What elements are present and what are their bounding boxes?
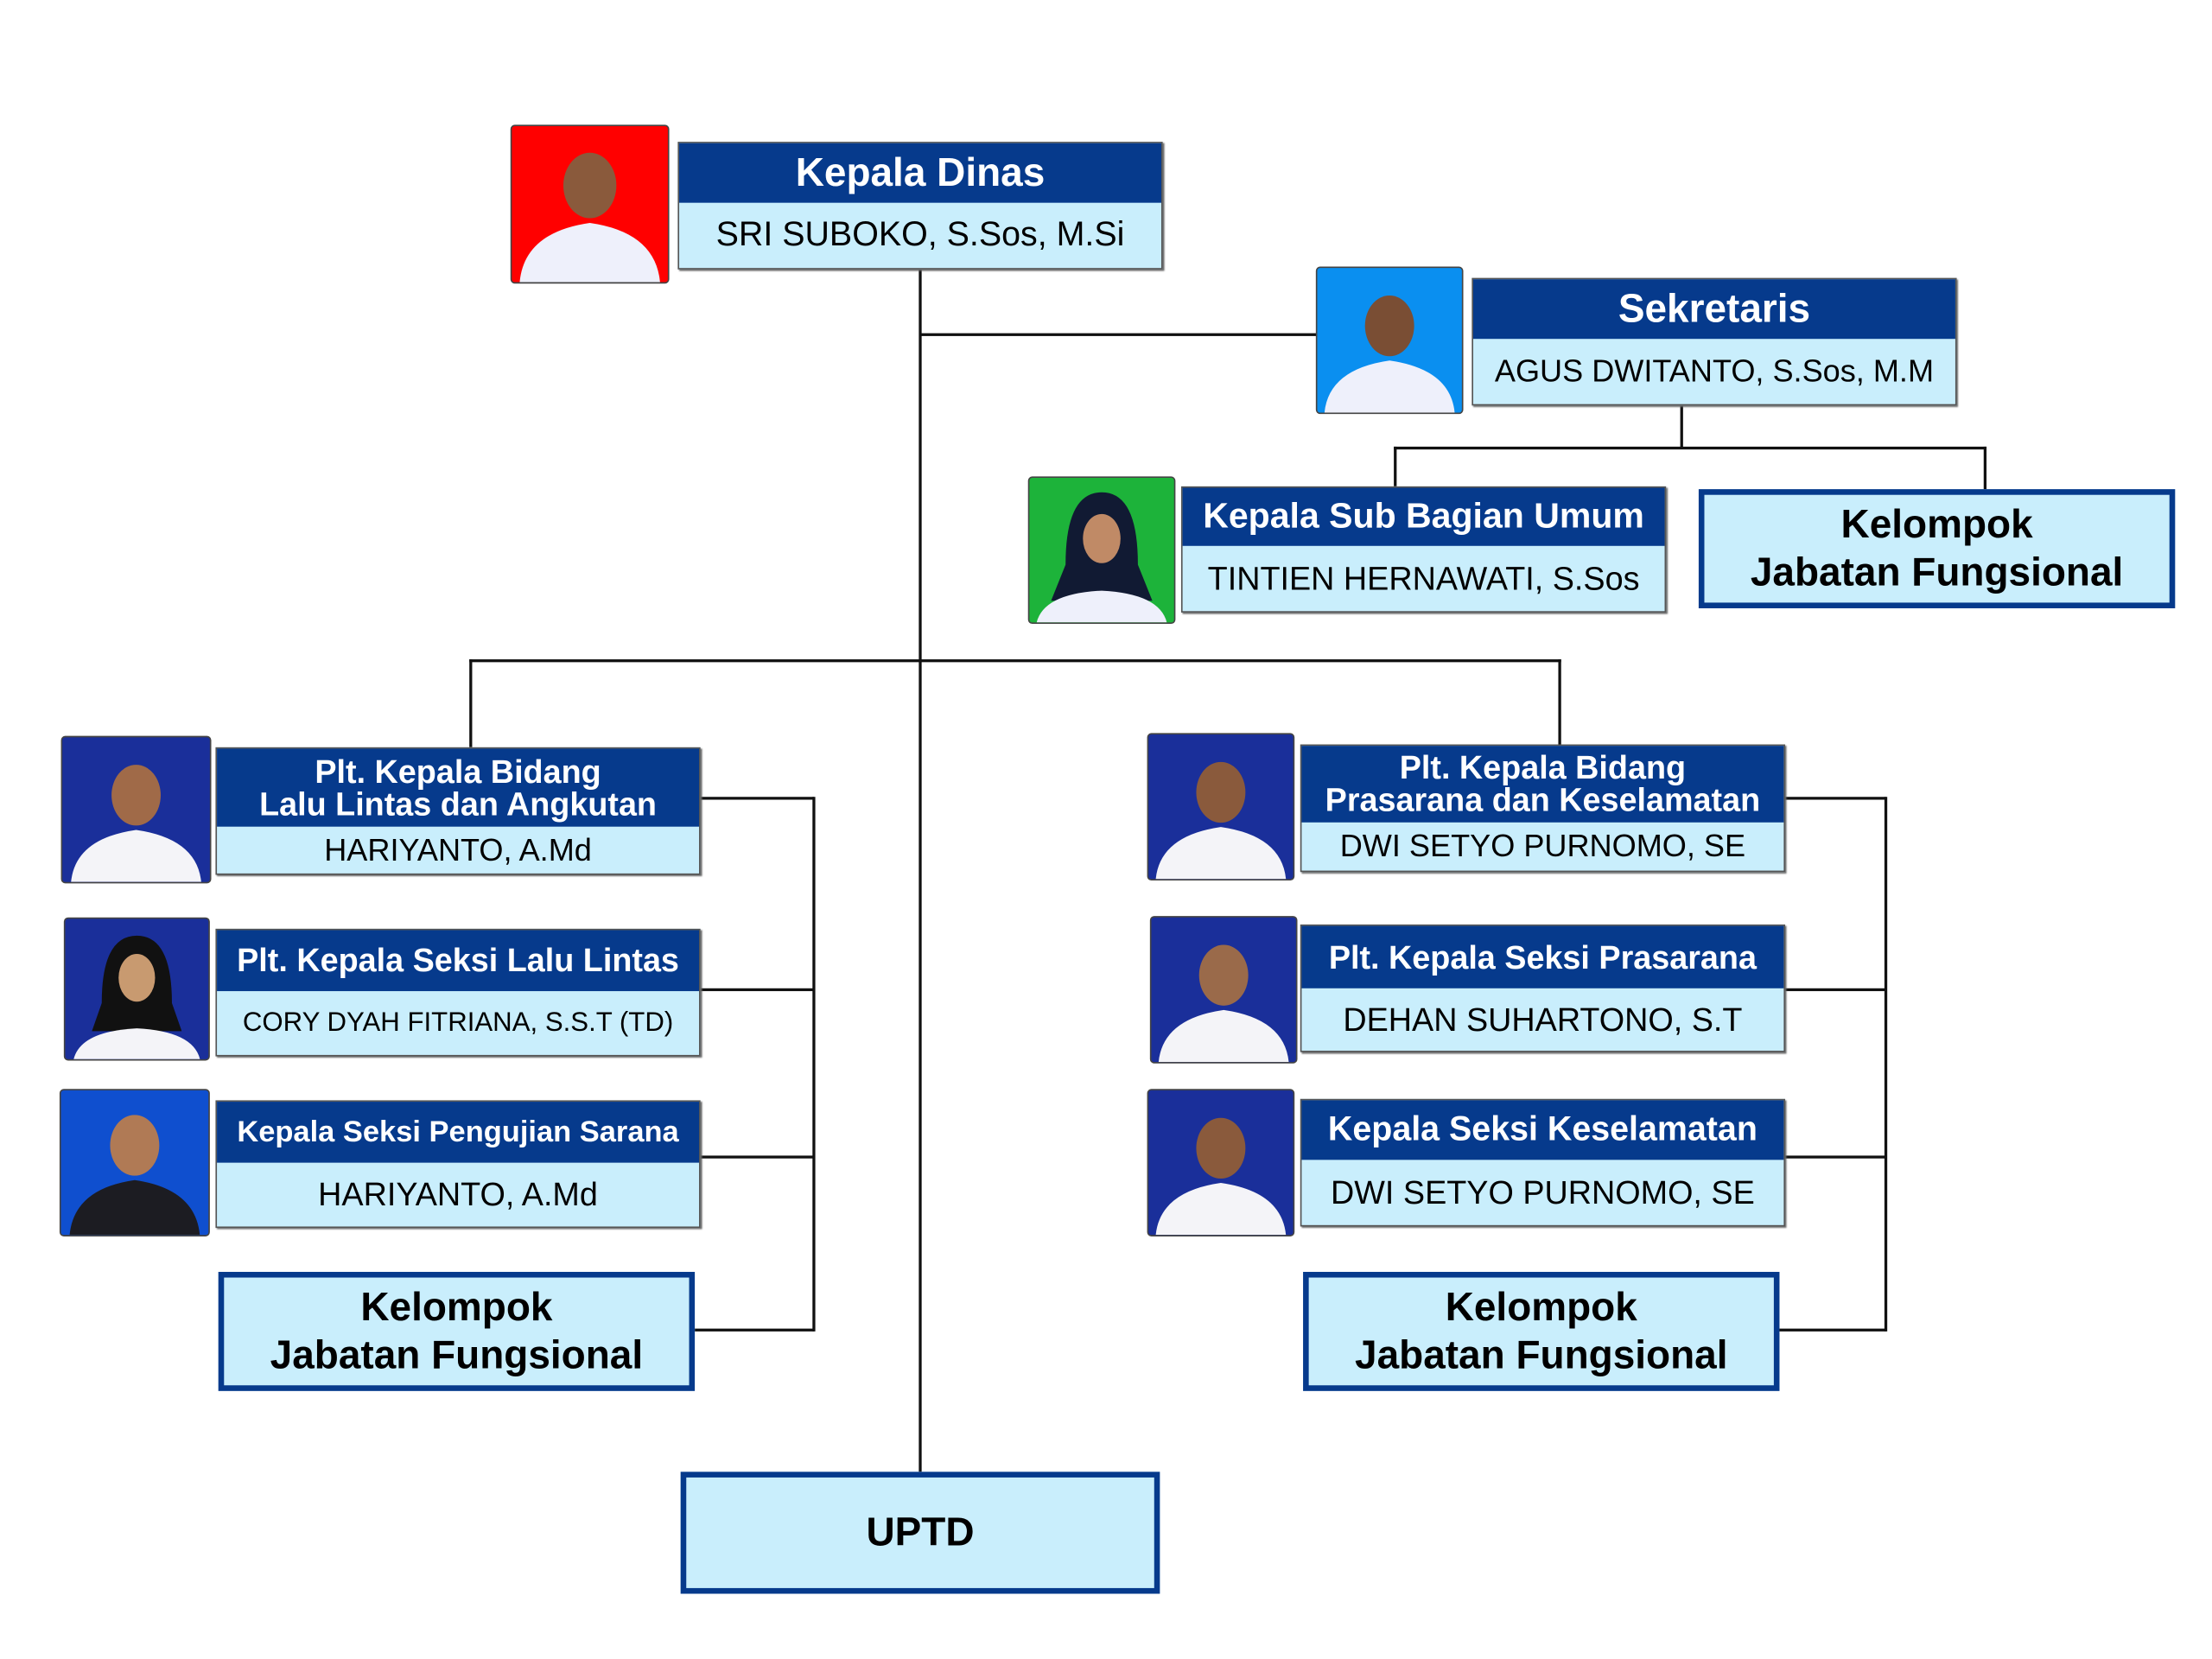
group-line1: Kelompok	[360, 1284, 553, 1329]
group-line2: Jabatan Fungsional	[1750, 550, 2124, 594]
secretary-photo	[1315, 266, 1464, 415]
left-seksi1-photo	[63, 917, 210, 1061]
uptd-box: UPTD	[680, 1471, 1160, 1594]
right-seksi1-name: DEHAN SUHARTONO, S.T	[1343, 1000, 1743, 1038]
left-seksi2-box: Kepala Seksi Pengujian Sarana HARIYANTO,…	[215, 1100, 701, 1229]
general-sub-photo	[1027, 476, 1176, 625]
left-bidang-name: HARIYANTO, A.Md	[324, 831, 592, 868]
group-line2: Jabatan Fungsional	[1355, 1332, 1728, 1377]
connector	[812, 797, 816, 1332]
connector	[920, 333, 1318, 336]
group-line1: Kelompok	[1840, 501, 2033, 546]
uptd-label: UPTD	[866, 1510, 975, 1554]
secretary-title: Sekretaris	[1472, 279, 1955, 340]
group-line1: Kelompok	[1445, 1284, 1637, 1329]
left-seksi2-name: HARIYANTO, A.Md	[318, 1175, 598, 1213]
secretary-box: Sekretaris AGUS DWITANTO, S.Sos, M.M	[1471, 277, 1957, 406]
title-line1: Plt. Kepala Bidang	[1399, 748, 1687, 786]
left-seksi1-name: CORY DYAH FITRIANA, S.S.T (TD)	[242, 1007, 674, 1038]
connector	[1782, 797, 1886, 800]
left-seksi2-photo	[59, 1089, 210, 1236]
general-sub-name: TINTIEN HERNAWATI, S.Sos	[1207, 559, 1640, 597]
right-bidang-name: DWI SETYO PURNOMO, SE	[1339, 828, 1746, 864]
connector	[1983, 446, 1987, 490]
right-seksi1-photo	[1149, 916, 1298, 1064]
general-sub-title: Kepala Sub Bagian Umum	[1182, 487, 1665, 546]
left-seksi1-title: Plt. Kepala Seksi Lalu Lintas	[217, 930, 700, 992]
connector	[1779, 1328, 1886, 1332]
head-box: Kepala Dinas SRI SUBOKO, S.Sos, M.Si	[677, 142, 1163, 270]
connector	[697, 988, 814, 992]
left-seksi2-title: Kepala Seksi Pengujian Sarana	[217, 1102, 700, 1163]
right-seksi2-title: Kepala Seksi Keselamatan	[1301, 1100, 1784, 1160]
right-seksi2-photo	[1147, 1089, 1295, 1236]
connector	[1558, 659, 1561, 745]
left-bidang-photo	[60, 735, 212, 884]
head-photo	[510, 124, 670, 284]
right-seksi1-title: Plt. Kepala Seksi Prasarana	[1301, 925, 1784, 988]
right-seksi1-box: Plt. Kepala Seksi Prasarana DEHAN SUHART…	[1300, 924, 1786, 1052]
connector	[697, 1155, 814, 1159]
connector	[918, 266, 922, 1472]
head-title: Kepala Dinas	[679, 143, 1161, 203]
connector	[695, 1328, 814, 1332]
connector	[1394, 446, 1397, 486]
head-name: SRI SUBOKO, S.Sos, M.Si	[715, 215, 1125, 254]
right-seksi2-name: DWI SETYO PURNOMO, SE	[1331, 1173, 1755, 1211]
group-line2: Jabatan Fungsional	[270, 1332, 644, 1377]
secretary-name: AGUS DWITANTO, S.Sos, M.M	[1494, 353, 1935, 389]
connector	[469, 659, 473, 747]
connector	[697, 797, 814, 800]
connector	[1394, 446, 1987, 450]
connector	[1680, 403, 1683, 448]
right-seksi2-box: Kepala Seksi Keselamatan DWI SETYO PURNO…	[1300, 1098, 1786, 1227]
right-bidang-photo	[1147, 733, 1295, 881]
connector	[1782, 1155, 1886, 1159]
title-line1: Plt. Kepala Bidang	[315, 752, 601, 790]
connector	[1884, 797, 1888, 1332]
connector	[469, 659, 1561, 663]
title-line2: Lalu Lintas dan Angkutan	[259, 785, 658, 822]
connector	[1782, 988, 1886, 992]
left-seksi1-box: Plt. Kepala Seksi Lalu Lintas CORY DYAH …	[215, 928, 701, 1057]
title-line2: Prasarana dan Keselamatan	[1325, 781, 1761, 818]
general-sub-box: Kepala Sub Bagian Umum TINTIEN HERNAWATI…	[1180, 486, 1667, 613]
